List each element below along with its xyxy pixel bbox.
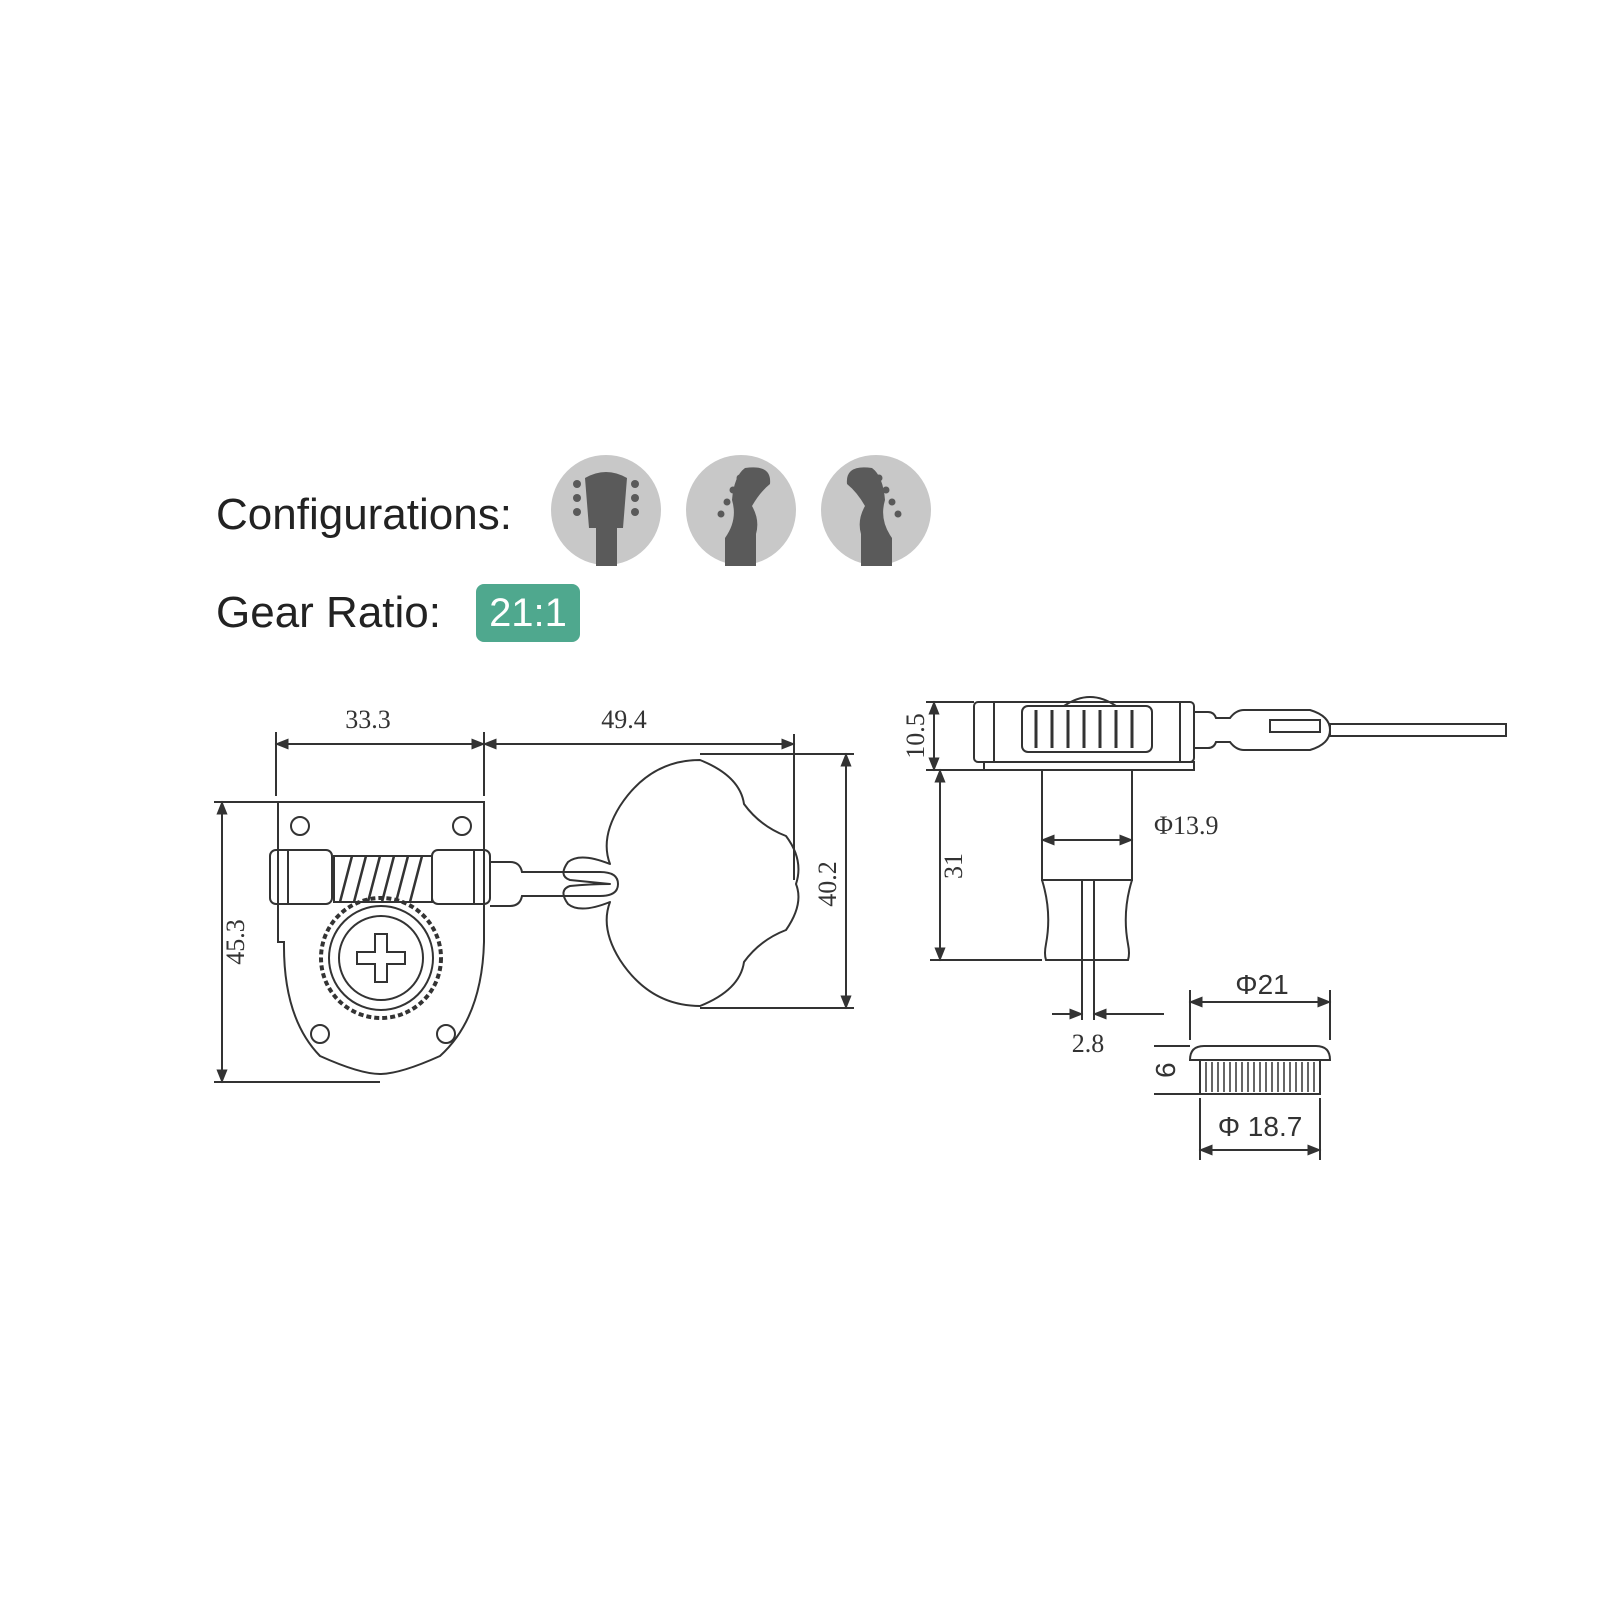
dim-base-width: 33.3 — [345, 705, 391, 734]
dim-shaft-length: 49.4 — [601, 705, 647, 734]
headstock-inline-left-icon — [686, 455, 796, 566]
headstock-inline-right-icon — [821, 455, 931, 566]
dim-post-diameter: Φ13.9 — [1154, 811, 1219, 840]
dim-slot-width: 2.8 — [1072, 1029, 1105, 1058]
dim-bushing-height: 9 — [1150, 1062, 1181, 1078]
dim-body-height: 45.3 — [221, 919, 250, 965]
dim-bushing-bottom-diameter: Φ 18.7 — [1218, 1111, 1303, 1142]
configurations-label: Configurations: — [216, 490, 512, 539]
bushing-view — [1154, 990, 1332, 1160]
headstock-3x3-icon — [551, 455, 661, 566]
dim-post-length: 31 — [939, 853, 968, 879]
gear-ratio-label: Gear Ratio: — [216, 588, 441, 637]
gear-ratio-badge: 21:1 — [476, 584, 580, 642]
dim-key-height: 40.2 — [813, 861, 842, 907]
dim-bushing-top-diameter: Φ21 — [1235, 969, 1288, 1000]
tuner-side-view — [926, 696, 1507, 1020]
dim-side-height: 10.5 — [901, 713, 930, 759]
tuner-front-view — [214, 732, 854, 1084]
